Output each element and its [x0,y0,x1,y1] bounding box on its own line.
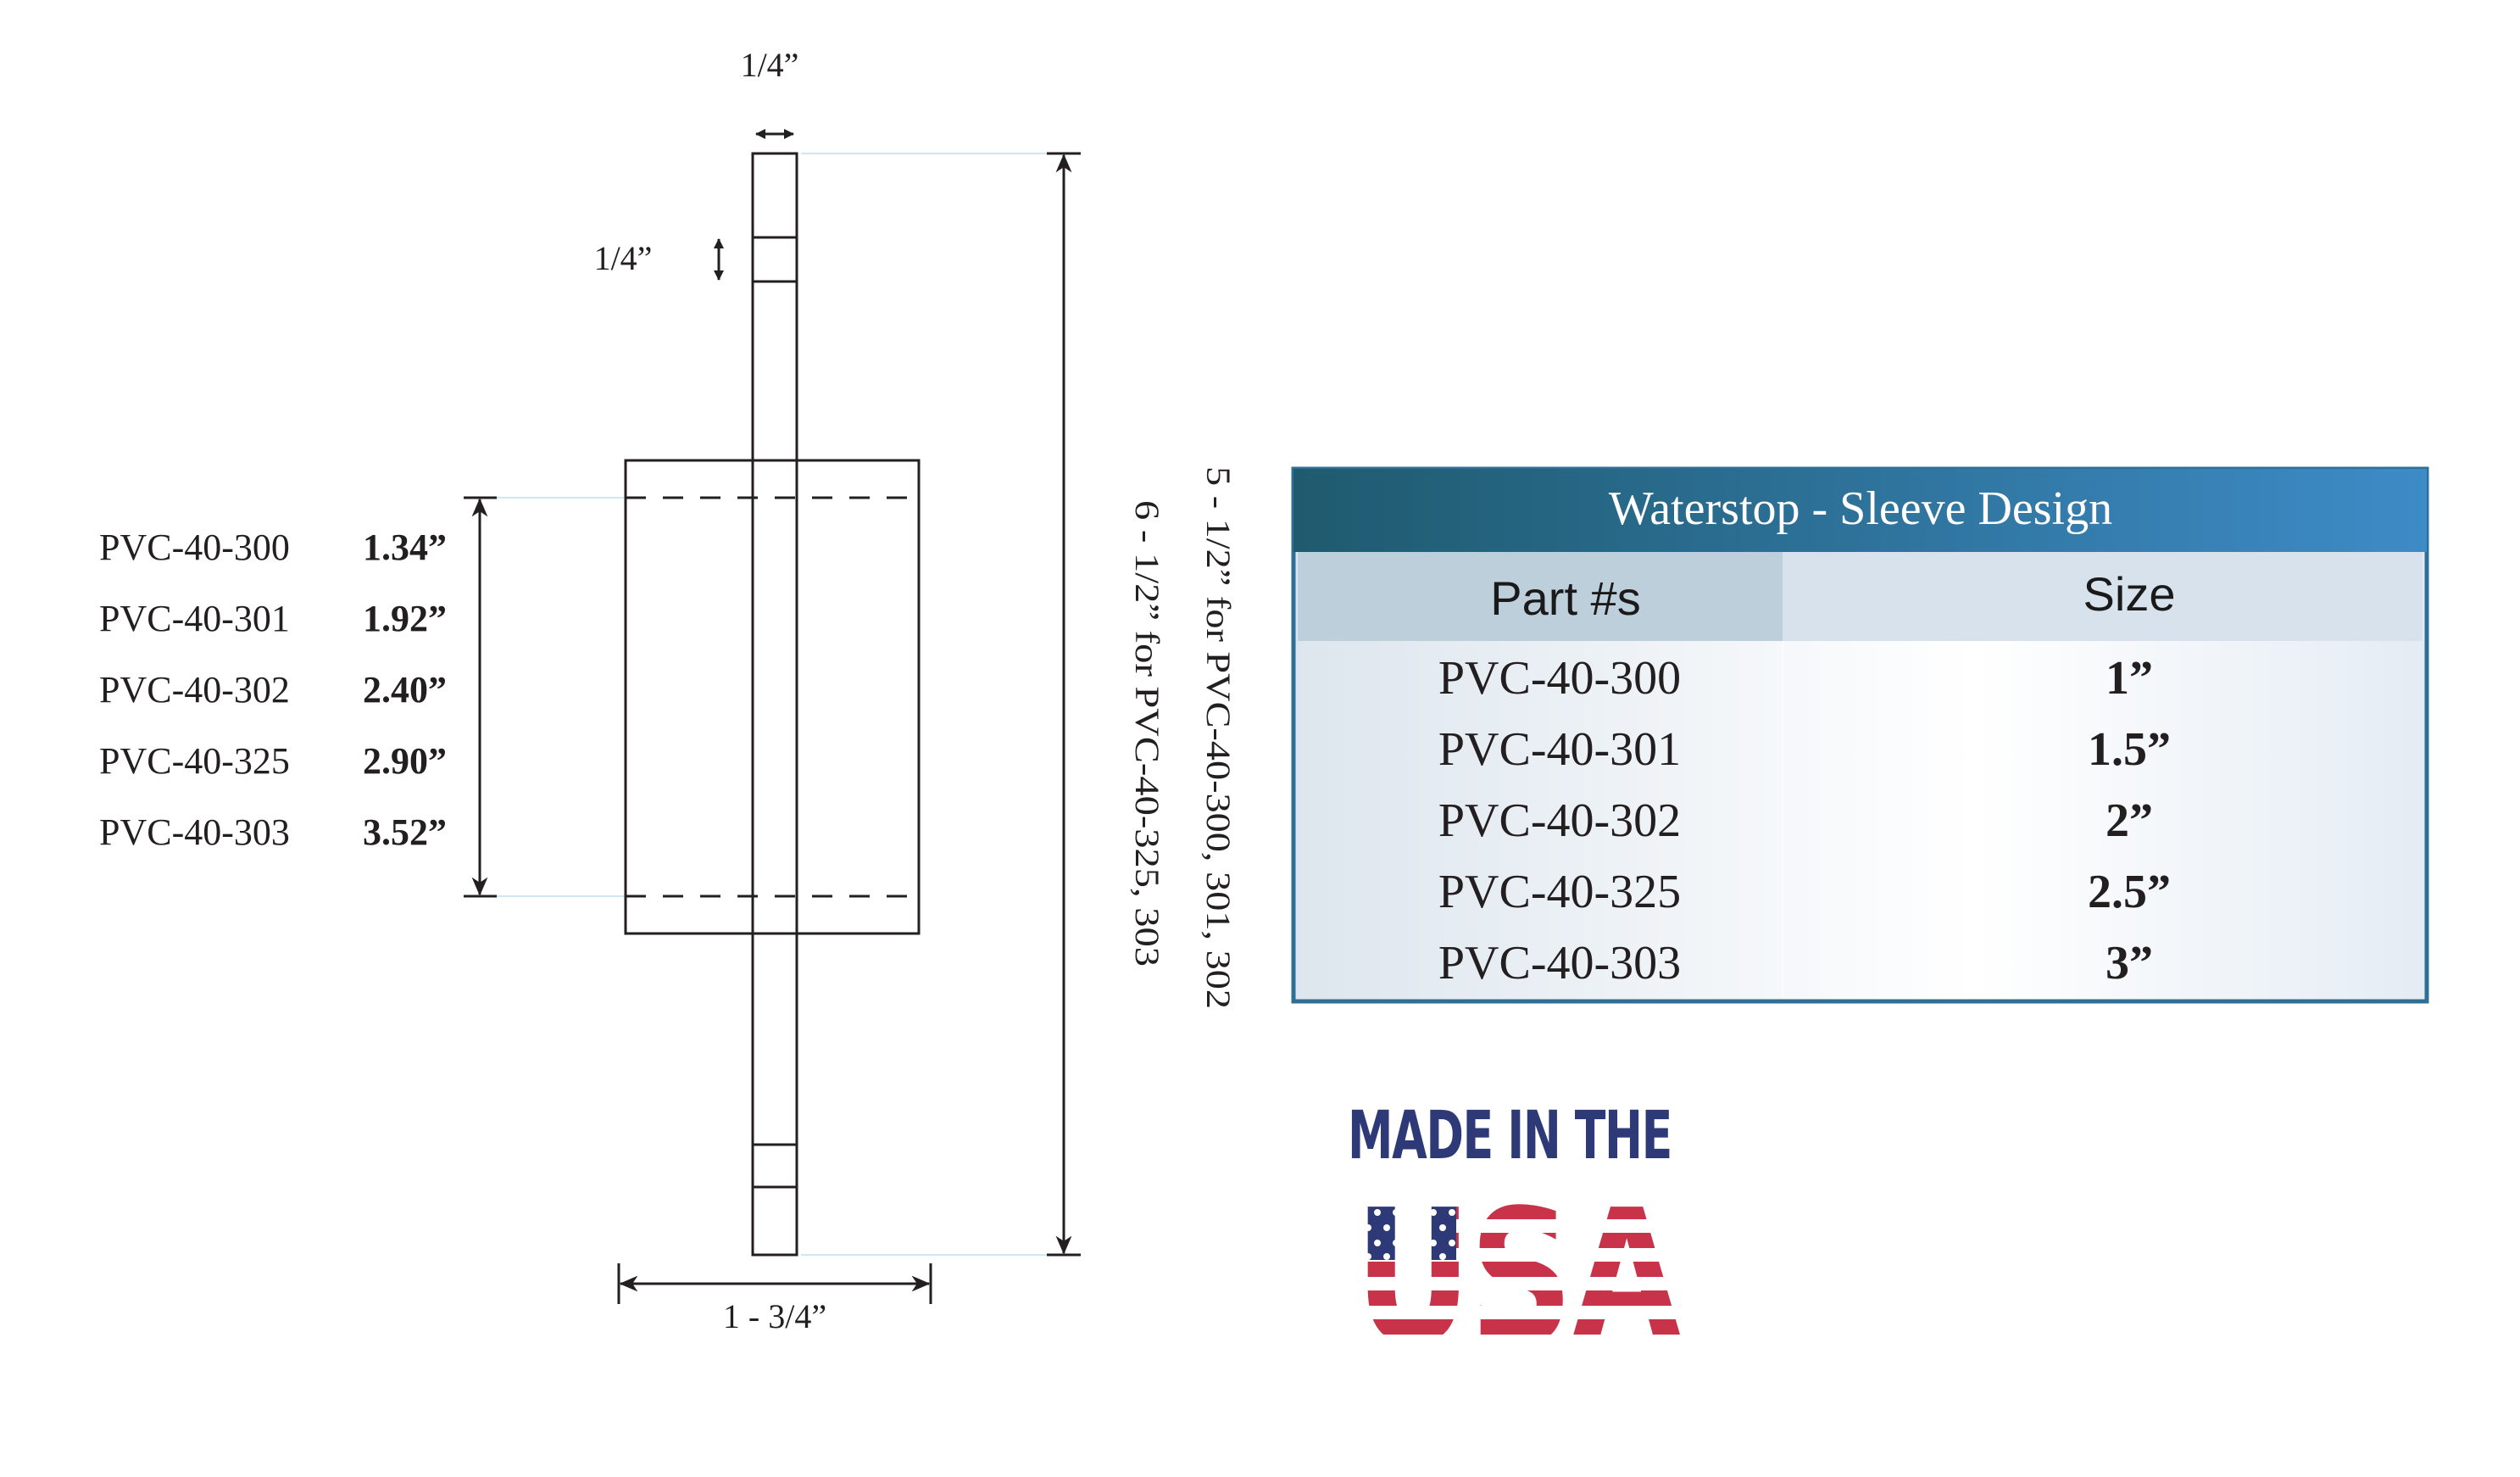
table-row-2-part: PVC-40-302 [1438,794,1681,847]
overall-height-label-a: 5 - 1/2” for PVC-40-300, 301, 302 [1199,466,1238,1009]
table-row-0-part: PVC-40-300 [1438,652,1681,705]
table-header-size-cell [1783,552,2423,641]
notch-height-label: 1/4” [594,239,653,277]
sleeve-part-1: PVC-40-301 [99,598,290,639]
sleeve-length-dimension [464,496,497,898]
sleeve-value-0: 1.34” [363,527,447,568]
table-title-bar [1293,469,2427,552]
overall-height-label-b: 6 - 1/2” for PVC-40-325, 303 [1128,500,1166,967]
table-row-2-size: 2” [2106,794,2153,847]
sleeve-value-1: 1.92” [363,598,447,639]
table-row-4-size: 3” [2106,937,2153,989]
notch-height-dimension: 1/4” [594,238,724,281]
table-row-1-size: 1.5” [2088,723,2171,776]
sleeve-value-3: 2.90” [363,740,447,782]
made-in-usa-logo: MADE IN THE [1348,1098,1683,1348]
table-row-4-part: PVC-40-303 [1438,937,1681,989]
sleeve-part-4: PVC-40-303 [99,811,290,853]
sleeve-value-4: 3.52” [363,811,447,853]
overall-height-dimension: 5 - 1/2” for PVC-40-300, 301, 302 6 - 1/… [1047,152,1238,1257]
table-header-part: Part #s [1490,571,1640,625]
table-header-part-cell [1298,552,1783,641]
base-width-label: 1 - 3/4” [723,1297,826,1335]
table-row-0-size: 1” [2106,652,2153,705]
top-width-dimension: 1/4” [741,46,799,139]
table-row-3-part: PVC-40-325 [1438,866,1681,918]
sleeve-value-2: 2.40” [363,669,447,711]
table-header-size: Size [2083,567,2176,621]
sleeve-part-3: PVC-40-325 [99,740,290,782]
logo-line1: MADE IN THE [1348,1098,1672,1174]
base-width-dimension: 1 - 3/4” [617,1263,932,1335]
table-title: Waterstop - Sleeve Design [1609,482,2112,535]
top-width-label: 1/4” [741,46,799,84]
table-row-3-size: 2.5” [2088,866,2171,918]
table-row-1-part: PVC-40-301 [1438,723,1681,776]
usa-flag-letters [1355,1171,1683,1348]
sleeve-design-table: Waterstop - Sleeve Design Part #s Size P… [1291,466,2429,1004]
sleeve-part-2: PVC-40-302 [99,669,290,711]
waterstop-profile [479,152,1068,1257]
sleeve-length-list: PVC-40-300 1.34” PVC-40-301 1.92” PVC-40… [99,527,447,853]
sleeve-part-0: PVC-40-300 [99,527,290,568]
